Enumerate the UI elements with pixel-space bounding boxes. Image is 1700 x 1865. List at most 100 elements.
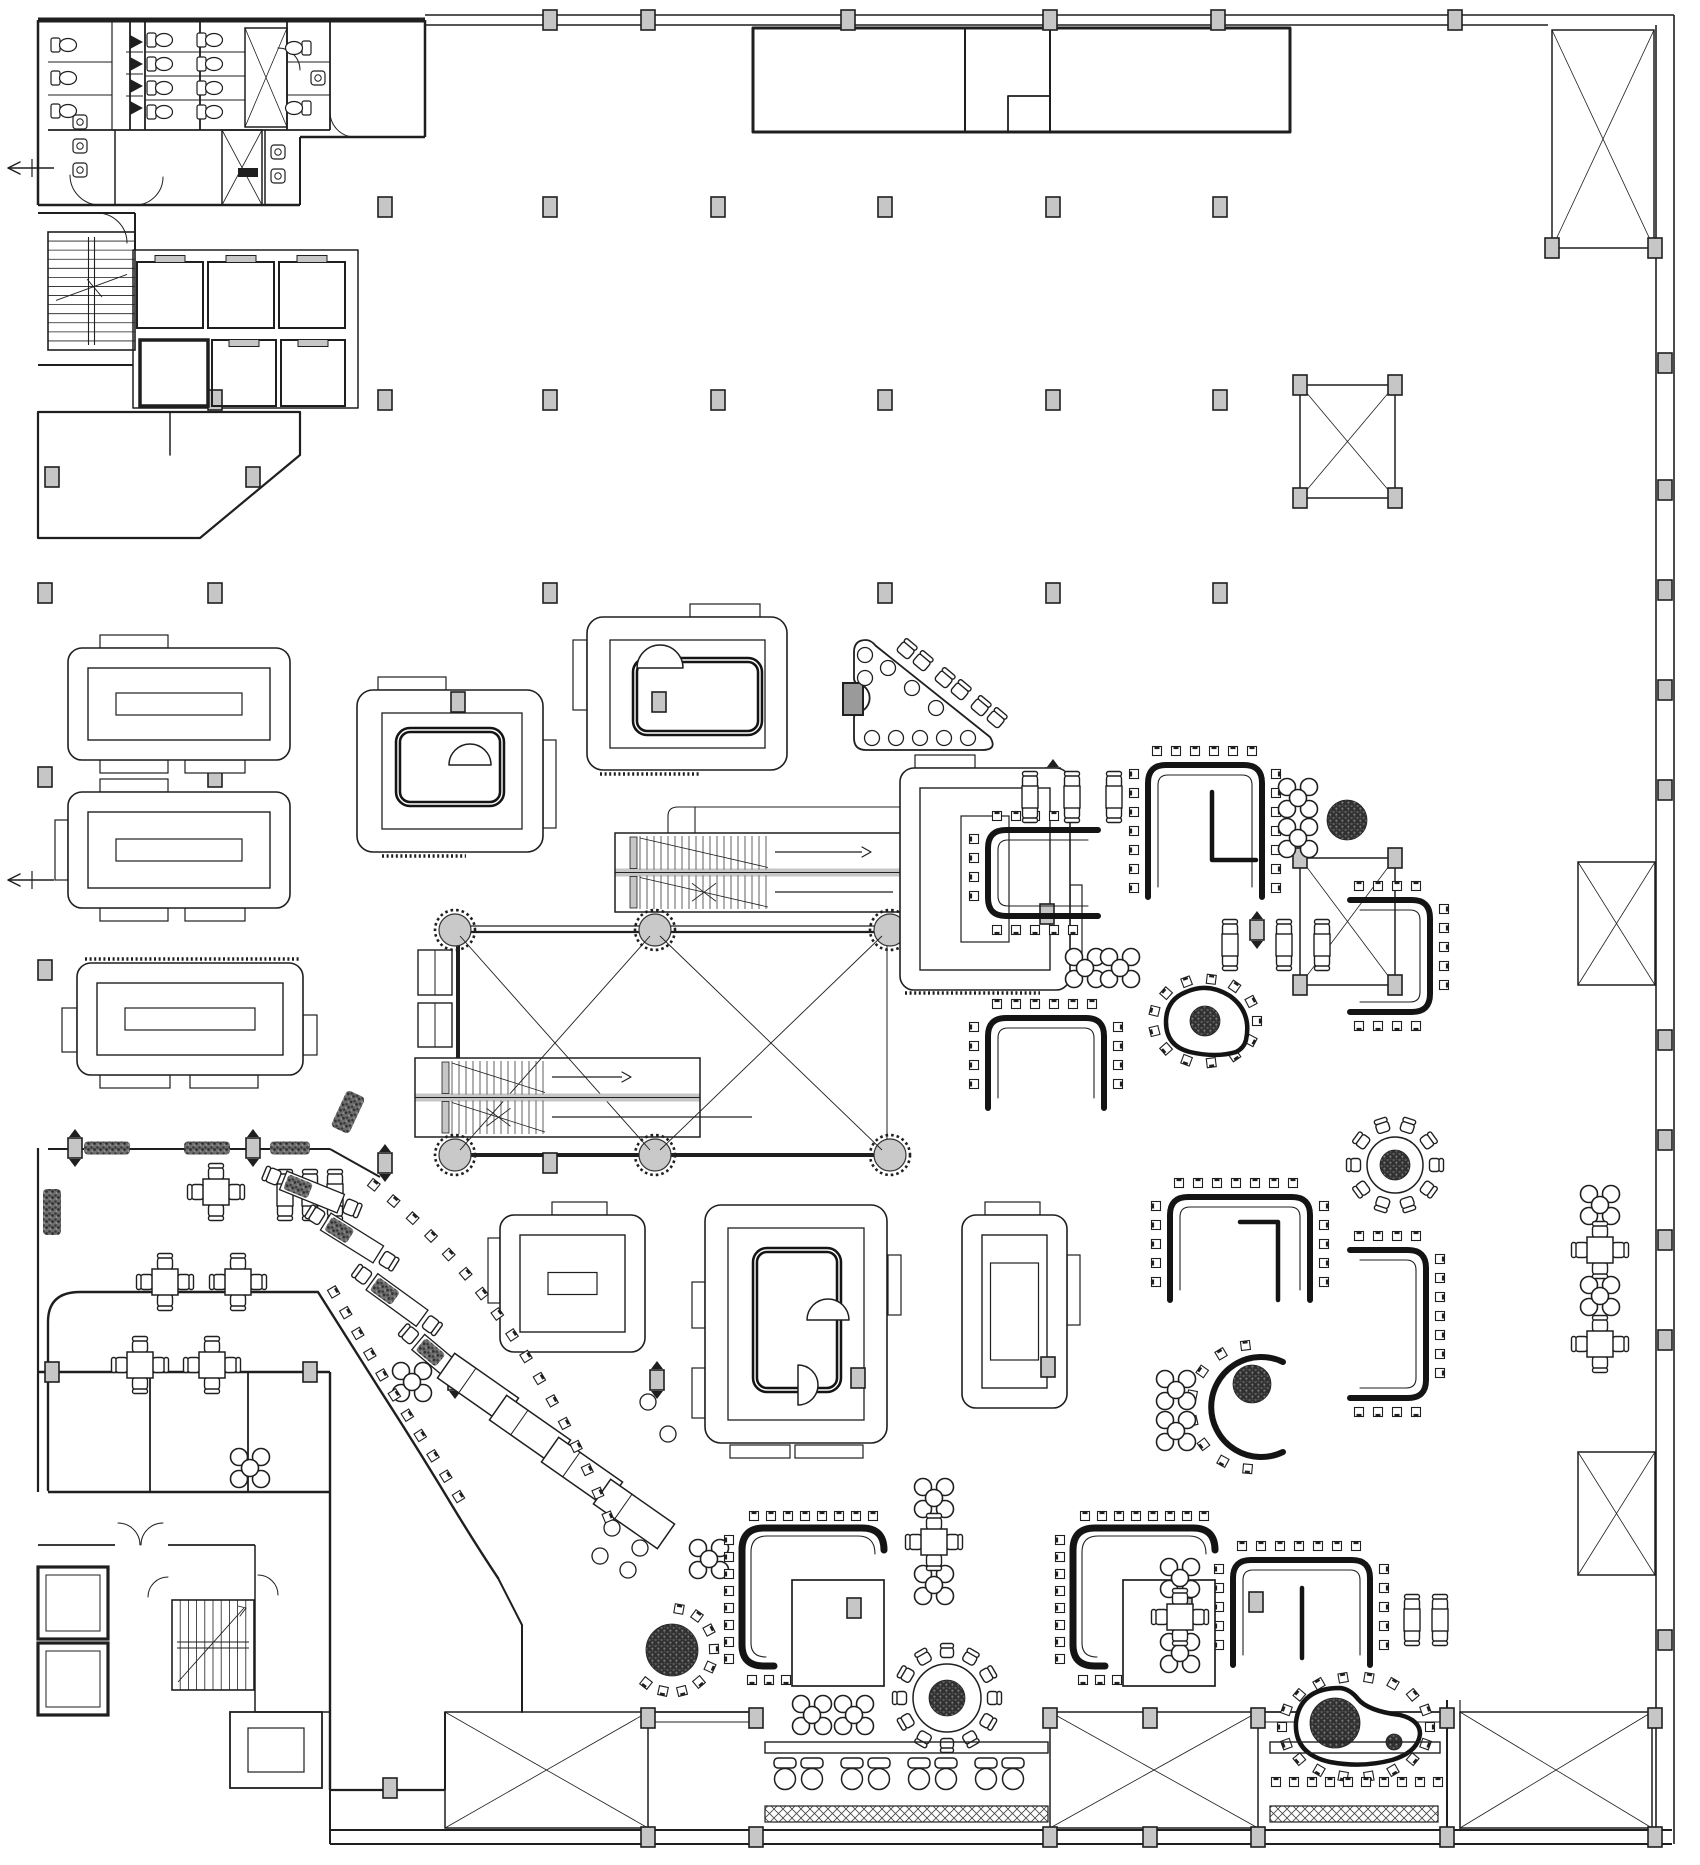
large-round-table <box>1345 1116 1445 1214</box>
stool-row <box>1054 1602 1066 1614</box>
stool <box>1113 1510 1125 1522</box>
exit-arrow <box>7 871 54 889</box>
stool <box>1362 1671 1375 1684</box>
toilet <box>50 103 78 119</box>
stool <box>968 1078 980 1090</box>
stool-row <box>1378 1776 1390 1788</box>
chair <box>891 1690 908 1706</box>
stool <box>1251 1015 1263 1027</box>
urinal <box>130 101 143 115</box>
column-pier <box>1250 1707 1266 1729</box>
stool-row <box>1054 1551 1066 1563</box>
stool <box>1148 1024 1161 1038</box>
stool-row <box>1079 1510 1091 1522</box>
stool <box>1096 1510 1108 1522</box>
stool <box>1318 1219 1330 1231</box>
stool <box>1077 1674 1089 1686</box>
chair <box>304 1204 326 1226</box>
chair <box>1428 1157 1445 1173</box>
column-pier <box>1250 1826 1266 1848</box>
stool <box>968 852 980 864</box>
column-pier <box>1647 1826 1663 1848</box>
stool <box>1410 1230 1422 1242</box>
round-table-4-chairs <box>1159 1632 1201 1674</box>
service-room <box>36 1641 110 1717</box>
column-pier <box>542 582 558 604</box>
lounge-seat <box>773 1757 797 1791</box>
stool-row <box>799 1510 811 1522</box>
lounge-seat <box>867 1757 891 1791</box>
banquette-booth <box>968 998 1124 1111</box>
stool <box>1391 880 1403 892</box>
stool-row <box>689 1608 705 1624</box>
stool <box>1195 1364 1210 1379</box>
stool <box>474 1286 489 1301</box>
stool <box>601 1510 615 1524</box>
kiosk-concentric <box>67 634 291 774</box>
stool-row <box>1054 1534 1066 1546</box>
service-room <box>229 1711 323 1789</box>
column-pier <box>1292 374 1308 396</box>
stool-row <box>1360 1776 1372 1788</box>
stool <box>723 1585 735 1597</box>
sink <box>72 138 88 154</box>
column-pier <box>382 1777 398 1799</box>
round-table-4-chairs <box>1155 1410 1197 1452</box>
chair <box>1419 1131 1438 1150</box>
stool <box>1438 941 1450 953</box>
stool <box>1378 1639 1390 1651</box>
column-pier <box>1657 479 1673 501</box>
triangle-bar <box>842 638 1008 751</box>
stool-row <box>1054 1636 1066 1648</box>
column-pier <box>1042 1707 1058 1729</box>
stool <box>1112 1059 1124 1071</box>
stool <box>968 871 980 883</box>
stool <box>1213 1563 1225 1575</box>
chair <box>1591 1314 1609 1333</box>
chair <box>1399 1195 1417 1214</box>
chair <box>229 1293 247 1312</box>
layer-kiosks <box>54 603 1083 1459</box>
column-pier <box>1657 1129 1673 1151</box>
large-round-table <box>891 1642 1003 1754</box>
stool <box>1130 1510 1142 1522</box>
round-table-4-chairs <box>913 1477 955 1519</box>
column-pier <box>710 389 726 411</box>
stool <box>723 1619 735 1631</box>
door-swing <box>140 1522 164 1546</box>
table-2-chairs <box>1063 770 1081 824</box>
stool <box>1151 745 1163 757</box>
round-table-4-chairs <box>1277 777 1319 819</box>
chair <box>970 695 992 717</box>
stool <box>1292 1752 1307 1767</box>
chair <box>1105 805 1123 824</box>
column-pier-arrows <box>377 1144 393 1182</box>
stool <box>1054 1585 1066 1597</box>
stool <box>1249 1177 1261 1189</box>
toilet <box>196 80 224 96</box>
column-pier-arrows <box>1249 911 1265 949</box>
stool <box>968 1040 980 1052</box>
column-pier <box>302 1361 318 1383</box>
elevator-door-notch <box>297 339 329 347</box>
column-pier-arrows <box>67 1129 83 1167</box>
chair <box>1150 1608 1169 1626</box>
stool <box>1405 1687 1420 1702</box>
stool <box>1246 745 1258 757</box>
threshold-mark <box>238 168 258 177</box>
column-pier <box>1142 1826 1158 1848</box>
atrium-brace <box>659 935 883 1151</box>
chair <box>151 1356 170 1374</box>
stool-row <box>765 1510 777 1522</box>
banquette-booth <box>1347 1230 1446 1418</box>
stool <box>1410 1406 1422 1418</box>
atrium-brace <box>459 935 651 1151</box>
stool <box>1378 1582 1390 1594</box>
round-column <box>868 908 912 952</box>
sink <box>270 144 286 160</box>
stool <box>1010 810 1022 822</box>
stool <box>1054 1602 1066 1614</box>
stool <box>1324 1776 1336 1788</box>
column-pier <box>37 766 53 788</box>
stool <box>1287 1177 1299 1189</box>
